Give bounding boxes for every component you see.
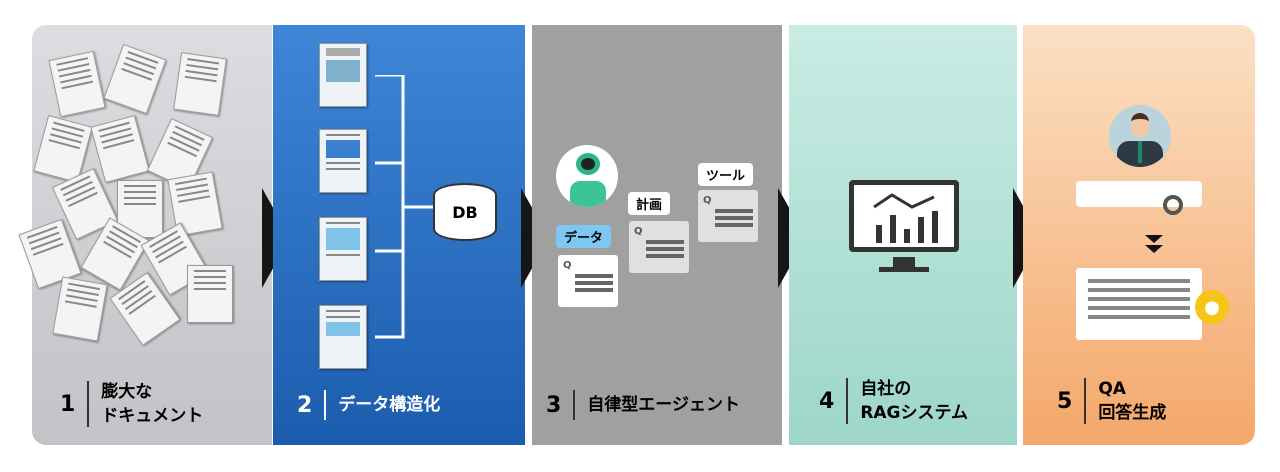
step-number: 3 — [546, 392, 562, 418]
tag-tool: ツール — [698, 163, 754, 186]
step-2-panel: DB 2 データ構造化 — [273, 25, 525, 445]
data-card: Q — [558, 255, 618, 307]
step-number: 4 — [819, 388, 835, 414]
chevron-down-icon — [1145, 235, 1163, 243]
search-icon — [1163, 195, 1183, 215]
plan-card: Q — [629, 221, 689, 273]
robot-avatar-icon — [556, 145, 618, 207]
divider — [573, 390, 576, 420]
step-label: データ構造化 — [338, 395, 441, 415]
chevron-down-icon — [1145, 245, 1163, 253]
step-number: 2 — [297, 392, 313, 418]
step-number: 1 — [60, 391, 76, 417]
tag-data: データ — [556, 225, 612, 248]
lightbulb-icon: ● — [1195, 290, 1229, 324]
step-label: 自社の RAGシステム — [860, 379, 969, 423]
bracket-connector — [375, 75, 435, 339]
person-avatar-icon — [1109, 105, 1171, 167]
answer-card — [1076, 268, 1202, 340]
divider — [846, 378, 849, 424]
step-4-panel: 4 自社の RAGシステム — [789, 25, 1017, 445]
step-label: 自律型エージェント — [587, 395, 740, 415]
step-number: 5 — [1057, 388, 1073, 414]
monitor-chart-icon — [849, 180, 959, 252]
divider — [324, 390, 327, 420]
step-3-panel: データ 計画 ツール Q Q Q 3 自律型エージェント — [532, 25, 782, 445]
tool-card: Q — [698, 190, 758, 242]
step-1-panel: 1 膨大な ドキュメント — [18, 25, 272, 445]
step-label: 膨大な ドキュメント — [101, 382, 204, 426]
step-label: QA 回答生成 — [1098, 379, 1167, 423]
database-icon: DB — [433, 183, 497, 241]
divider — [1084, 378, 1087, 424]
search-box — [1076, 181, 1202, 207]
divider — [87, 381, 90, 427]
step-5-panel: ● 5 QA 回答生成 — [1023, 25, 1255, 445]
tag-plan: 計画 — [628, 192, 671, 215]
